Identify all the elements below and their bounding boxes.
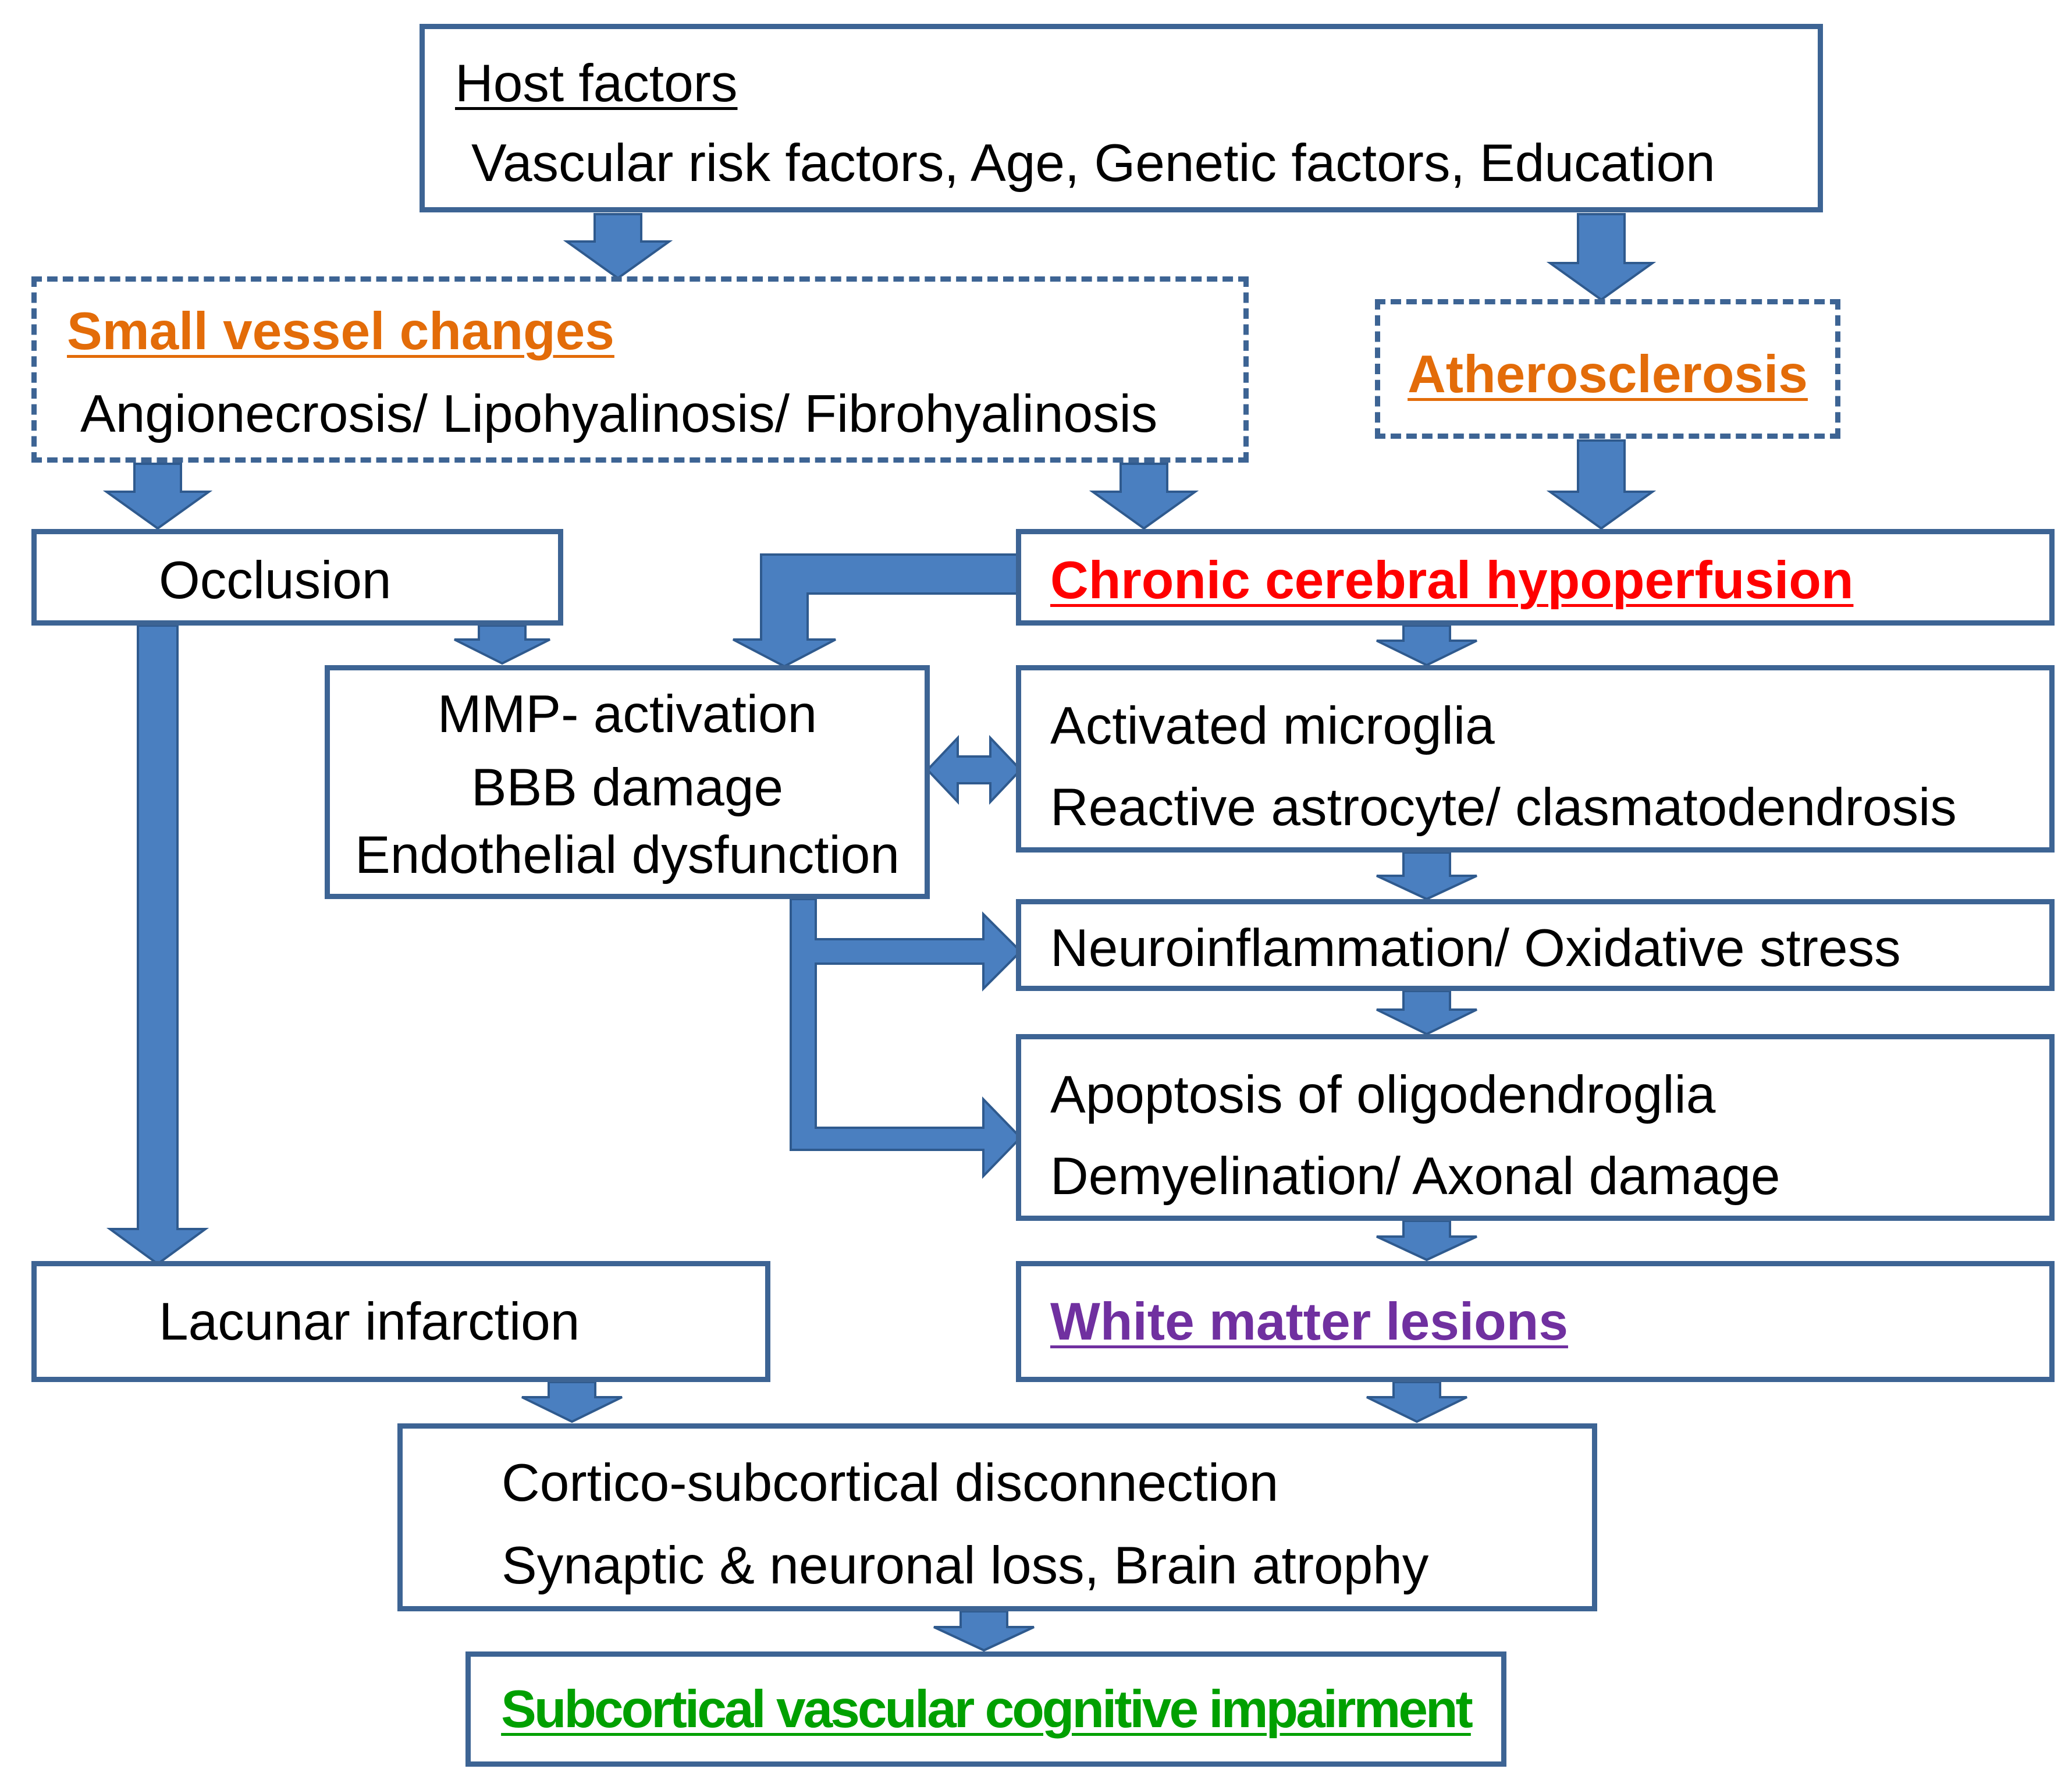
host-factors-title: Host factors [455, 54, 738, 113]
neuroinflammation-label: Neuroinflammation/ Oxidative stress [1050, 919, 1901, 978]
demyelination-label: Demyelination/ Axonal damage [1050, 1147, 1780, 1206]
cortico-subcortical-label: Cortico-subcortical disconnection [502, 1454, 1279, 1512]
arrow-host-to-atherosclerosis [1546, 213, 1657, 301]
small-vessel-changes-box: Small vessel changes Angionecrosis/ Lipo… [31, 276, 1249, 463]
arrow-small-vessel-to-occlusion [102, 463, 213, 530]
arrow-hypoperfusion-to-mmp [733, 553, 1019, 668]
neuroinflammation-box: Neuroinflammation/ Oxidative stress [1016, 899, 2055, 991]
bbb-damage-label: BBB damage [471, 758, 784, 817]
activated-microglia-label: Activated microglia [1050, 697, 1495, 755]
endothelial-dysfunction-label: Endothelial dysfunction [355, 826, 900, 885]
occlusion-label: Occlusion [159, 551, 392, 610]
host-factors-box: Host factors Vascular risk factors, Age,… [420, 24, 1823, 212]
outcome-box: Subcortical vascular cognitive impairmen… [465, 1651, 1506, 1767]
arrow-mmp-to-neuroinflammation-and-apoptosis [790, 898, 1022, 1179]
lacunar-infarction-box: Lacunar infarction [31, 1261, 770, 1382]
arrow-atherosclerosis-to-hypoperfusion [1546, 439, 1657, 530]
white-matter-lesions-box: White matter lesions [1016, 1261, 2055, 1382]
cortico-subcortical-box: Cortico-subcortical disconnection Synapt… [397, 1423, 1597, 1611]
apoptosis-box: Apoptosis of oligodendroglia Demyelinati… [1016, 1034, 2055, 1221]
reactive-astrocyte-label: Reactive astrocyte/ clasmatodendrosis [1050, 778, 1957, 837]
small-vessel-changes-detail: Angionecrosis/ Lipohyalinosis/ Fibrohyal… [80, 385, 1158, 443]
arrow-neuroinflammation-to-apoptosis [1376, 990, 1477, 1036]
small-vessel-changes-title: Small vessel changes [67, 302, 614, 361]
atherosclerosis-box: Atherosclerosis [1375, 299, 1840, 439]
arrow-small-vessel-to-hypoperfusion [1089, 463, 1199, 530]
arrow-host-to-small-vessel [563, 213, 673, 280]
activated-microglia-box: Activated microglia Reactive astrocyte/ … [1016, 665, 2055, 853]
apoptosis-label: Apoptosis of oligodendroglia [1050, 1065, 1716, 1124]
synaptic-loss-label: Synaptic & neuronal loss, Brain atrophy [502, 1536, 1429, 1595]
mmp-activation-label: MMP- activation [437, 685, 818, 744]
mmp-bbb-endothelial-box: MMP- activation BBB damage Endothelial d… [325, 665, 930, 899]
arrow-microglia-to-neuroinflammation [1376, 851, 1477, 901]
occlusion-box: Occlusion [31, 529, 563, 626]
arrow-hypoperfusion-to-microglia [1376, 624, 1477, 667]
chronic-hypoperfusion-box: Chronic cerebral hypoperfusion [1016, 529, 2055, 626]
white-matter-lesions-label: White matter lesions [1050, 1292, 1568, 1351]
arrow-white-matter-to-cortico [1366, 1381, 1467, 1423]
arrow-apoptosis-to-white-matter [1376, 1220, 1477, 1262]
host-factors-detail: Vascular risk factors, Age, Genetic fact… [471, 134, 1715, 193]
arrow-lacunar-to-cortico [521, 1381, 623, 1423]
chronic-hypoperfusion-label: Chronic cerebral hypoperfusion [1050, 551, 1854, 610]
lacunar-infarction-label: Lacunar infarction [159, 1292, 580, 1351]
outcome-label: Subcortical vascular cognitive impairmen… [501, 1680, 1473, 1739]
arrow-cortico-to-outcome [933, 1610, 1035, 1652]
arrow-occlusion-to-mmp [454, 624, 550, 665]
arrow-occlusion-to-lacunar [106, 624, 209, 1266]
atherosclerosis-title: Atherosclerosis [1408, 345, 1808, 404]
arrow-mmp-microglia-bidirectional [926, 734, 1022, 805]
